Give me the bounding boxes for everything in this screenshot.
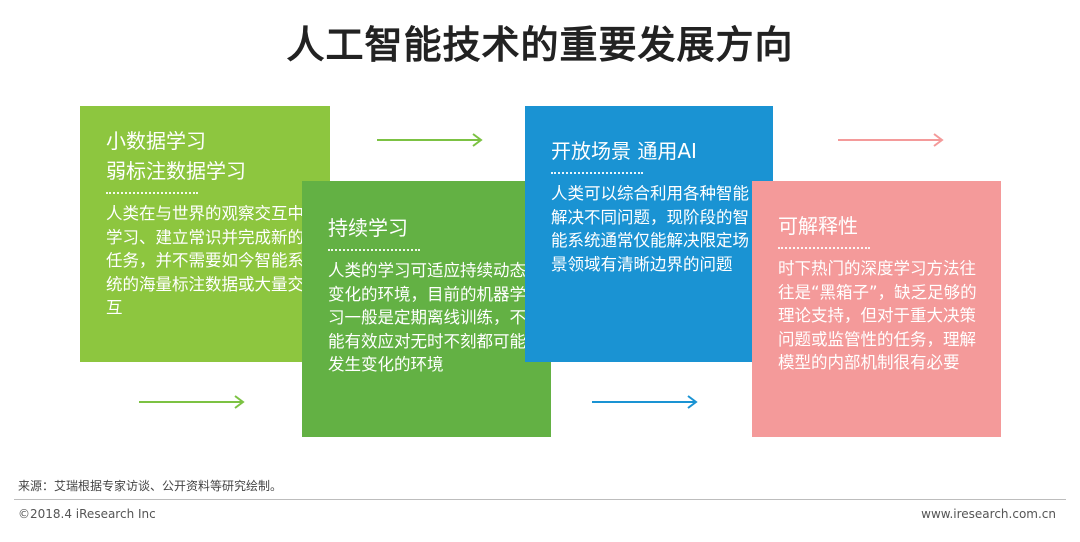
card-explainability: 可解释性 时下热门的深度学习方法往往是“黑箱子”，缺乏足够的理论支持，但对于重大…	[752, 181, 1001, 437]
arrow-right-icon	[377, 133, 483, 147]
card-small-data-learning: 小数据学习 弱标注数据学习 人类在与世界的观察交互中学习、建立常识并完成新的任务…	[80, 106, 330, 362]
dotted-divider	[106, 192, 198, 194]
card-body: 人类可以综合利用各种智能解决不同问题，现阶段的智能系统通常仅能解决限定场景领域有…	[551, 184, 749, 274]
arrow-right-icon	[139, 395, 245, 409]
dotted-divider	[778, 247, 870, 249]
page-title: 人工智能技术的重要发展方向	[286, 23, 794, 67]
website-link[interactable]: www.iresearch.com.cn	[921, 507, 1056, 521]
card-heading-line: 可解释性	[778, 214, 858, 238]
card-heading-line: 小数据学习	[106, 129, 206, 153]
card-heading-line: 弱标注数据学习	[106, 159, 246, 183]
card-body: 人类的学习可适应持续动态变化的环境，目前的机器学习一般是定期离线训练，不能有效应…	[328, 261, 526, 374]
dotted-divider	[328, 249, 420, 251]
card-continual-learning: 持续学习 人类的学习可适应持续动态变化的环境，目前的机器学习一般是定期离线训练，…	[302, 181, 551, 437]
footer-divider	[14, 499, 1066, 500]
card-heading-line: 持续学习	[328, 216, 408, 240]
source-note: 来源：艾瑞根据专家访谈、公开资料等研究绘制。	[18, 479, 283, 493]
copyright-text: ©2018.4 iResearch Inc	[18, 507, 156, 521]
dotted-divider	[551, 172, 643, 174]
card-open-scenario-general-ai: 开放场景 通用AI 人类可以综合利用各种智能解决不同问题，现阶段的智能系统通常仅…	[525, 106, 773, 362]
arrow-right-icon	[592, 395, 698, 409]
card-heading-line: 开放场景 通用AI	[551, 139, 697, 163]
card-body: 人类在与世界的观察交互中学习、建立常识并完成新的任务，并不需要如今智能系统的海量…	[106, 204, 304, 317]
card-body: 时下热门的深度学习方法往往是“黑箱子”，缺乏足够的理论支持，但对于重大决策问题或…	[778, 259, 977, 372]
arrow-right-icon	[838, 133, 944, 147]
